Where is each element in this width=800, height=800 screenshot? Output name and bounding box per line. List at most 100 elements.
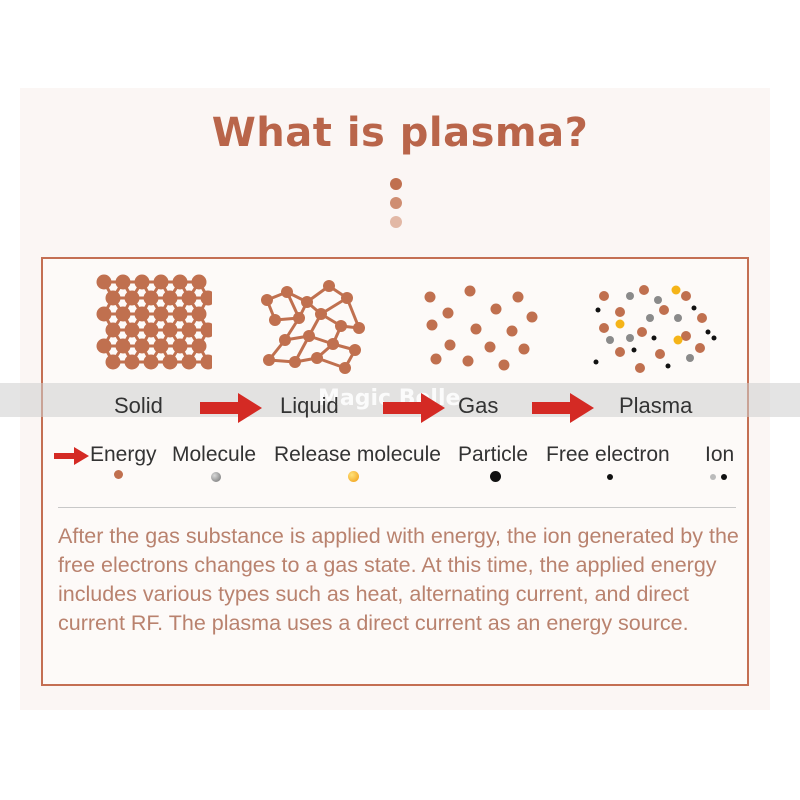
molecule-dot bbox=[162, 354, 178, 370]
free-electron-dot bbox=[651, 335, 657, 341]
molecule-dot bbox=[124, 354, 140, 370]
description-paragraph: After the gas substance is applied with … bbox=[58, 524, 739, 635]
free-electron-dot bbox=[665, 363, 671, 369]
particle-dot bbox=[674, 314, 682, 322]
molecule-dot bbox=[637, 327, 647, 337]
molecule-dot bbox=[293, 312, 305, 324]
molecule-dot bbox=[181, 354, 197, 370]
liquid-molecule-network bbox=[261, 280, 365, 374]
free-electron-dot bbox=[705, 329, 711, 335]
gas-molecule-scatter bbox=[424, 285, 538, 371]
molecule-dot bbox=[303, 330, 315, 342]
molecule-dot bbox=[124, 322, 140, 338]
molecule-dot bbox=[153, 338, 169, 354]
molecule-dot bbox=[115, 306, 131, 322]
molecule-dot bbox=[498, 359, 510, 371]
molecule-dot bbox=[470, 323, 482, 335]
divider bbox=[58, 507, 736, 508]
molecule-dot bbox=[599, 291, 609, 301]
molecule-dot bbox=[697, 313, 707, 323]
particle-dot bbox=[626, 292, 634, 300]
solid-molecule-lattice bbox=[96, 274, 212, 370]
molecule-dot bbox=[172, 274, 188, 290]
legend-particle-dot bbox=[490, 471, 501, 482]
molecule-dot bbox=[315, 308, 327, 320]
molecule-dot bbox=[153, 306, 169, 322]
molecule-dot bbox=[615, 307, 625, 317]
molecule-dot bbox=[96, 306, 112, 322]
molecule-dot bbox=[615, 347, 625, 357]
molecule-dot bbox=[655, 349, 665, 359]
molecule-dot bbox=[426, 319, 438, 331]
molecule-dot bbox=[327, 338, 339, 350]
free-electron-dot bbox=[631, 347, 637, 353]
legend-particle-label: Particle bbox=[458, 443, 529, 466]
free-electron-dot bbox=[711, 335, 717, 341]
molecule-dot bbox=[442, 307, 454, 319]
release-molecule-dot bbox=[615, 319, 625, 329]
molecule-dot bbox=[599, 323, 609, 333]
particle-dot bbox=[606, 336, 614, 344]
free-electron-dot bbox=[691, 305, 697, 311]
legend-ion-black-dot bbox=[721, 474, 727, 480]
molecule-dot bbox=[143, 322, 159, 338]
molecule-dot bbox=[512, 291, 524, 303]
molecule-dot bbox=[430, 353, 442, 365]
molecule-dot bbox=[153, 274, 169, 290]
molecule-dot bbox=[115, 338, 131, 354]
molecule-dot bbox=[323, 280, 335, 292]
state-label-liquid: Liquid bbox=[280, 393, 339, 418]
molecule-dot bbox=[105, 322, 121, 338]
molecule-dot bbox=[464, 285, 476, 297]
legend-free-electron-dot bbox=[607, 474, 613, 480]
legend-ion-gray-dot bbox=[710, 474, 716, 480]
energy-arrow-icon bbox=[200, 393, 262, 423]
title-dot-2 bbox=[390, 197, 402, 209]
molecule-dot bbox=[281, 286, 293, 298]
molecule-dot bbox=[353, 322, 365, 334]
legend-energy-arrow-icon bbox=[54, 447, 89, 465]
title-dot-1 bbox=[390, 178, 402, 190]
molecule-dot bbox=[162, 290, 178, 306]
molecule-dot bbox=[695, 343, 705, 353]
molecule-dot bbox=[681, 291, 691, 301]
state-label-gas: Gas bbox=[458, 393, 499, 418]
release-molecule-dot bbox=[673, 335, 683, 345]
particle-dot bbox=[686, 354, 694, 362]
molecule-dot bbox=[462, 355, 474, 367]
legend-energy-dot bbox=[114, 470, 123, 479]
molecule-dot bbox=[339, 362, 351, 374]
molecule-dot bbox=[162, 322, 178, 338]
molecule-dot bbox=[659, 305, 669, 315]
molecule-dot bbox=[518, 343, 530, 355]
molecule-dot bbox=[444, 339, 456, 351]
molecule-dot bbox=[261, 294, 273, 306]
page-title: What is plasma? bbox=[211, 110, 589, 156]
energy-arrow-icon bbox=[383, 393, 445, 423]
release-molecule-dot bbox=[671, 285, 681, 295]
molecule-dot bbox=[134, 274, 150, 290]
molecule-dot bbox=[279, 334, 291, 346]
molecule-dot bbox=[200, 354, 212, 370]
molecule-dot bbox=[335, 320, 347, 332]
molecule-dot bbox=[191, 274, 207, 290]
molecule-dot bbox=[143, 354, 159, 370]
legend-ion-label: Ion bbox=[705, 443, 735, 466]
molecule-dot bbox=[181, 322, 197, 338]
free-electron-dot bbox=[593, 359, 599, 365]
molecule-dot bbox=[301, 296, 313, 308]
molecule-dot bbox=[134, 306, 150, 322]
molecule-dot bbox=[635, 363, 645, 373]
molecule-dot bbox=[681, 331, 691, 341]
molecule-dot bbox=[639, 285, 649, 295]
legend-molecule-label: Molecule bbox=[172, 443, 257, 466]
molecule-dot bbox=[181, 290, 197, 306]
molecule-dot bbox=[484, 341, 496, 353]
molecule-dot bbox=[124, 290, 140, 306]
molecule-dot bbox=[96, 338, 112, 354]
molecule-dot bbox=[134, 338, 150, 354]
molecule-dot bbox=[172, 338, 188, 354]
legend-molecule-dot bbox=[211, 472, 221, 482]
molecule-dot bbox=[490, 303, 502, 315]
molecule-dot bbox=[105, 290, 121, 306]
